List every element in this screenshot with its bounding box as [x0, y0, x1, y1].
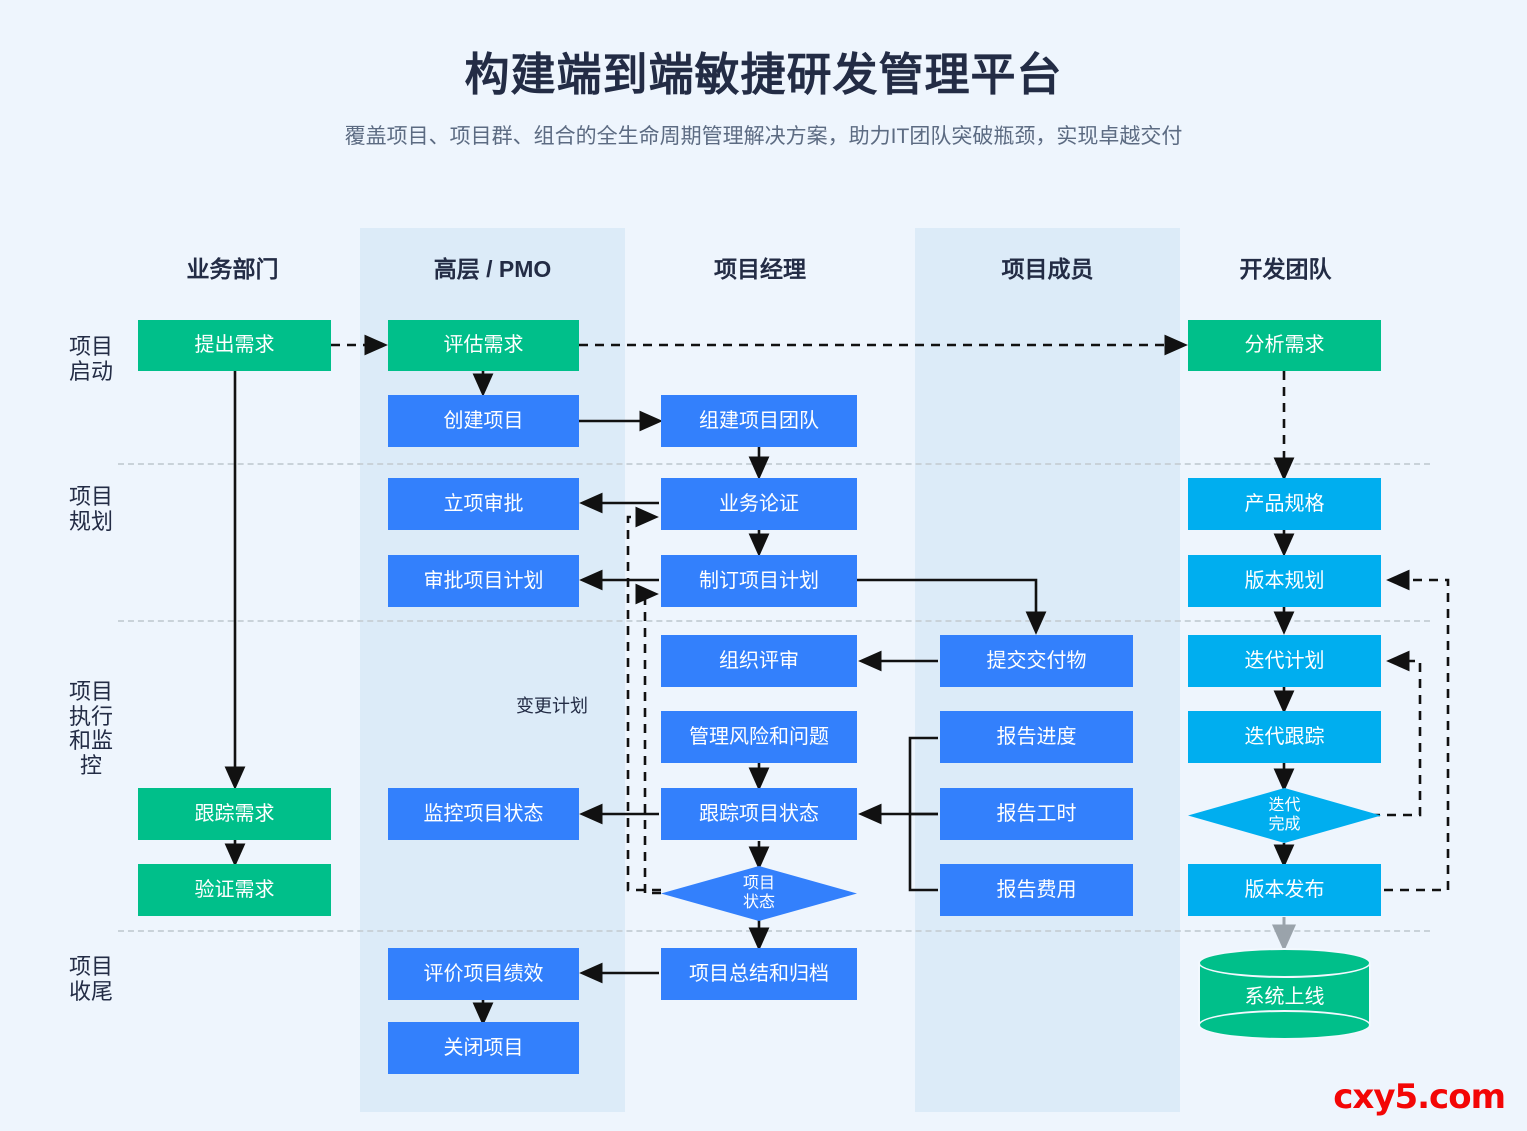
system-launch-label: 系统上线	[1244, 985, 1325, 1008]
node-iteration-done[interactable]: 迭代 完成	[1188, 788, 1381, 843]
node-make-plan[interactable]: 制订项目计划	[661, 555, 857, 607]
node-organize-review[interactable]: 组织评审	[661, 635, 857, 687]
node-track-requirement[interactable]: 跟踪需求	[138, 788, 331, 840]
node-report-cost[interactable]: 报告费用	[940, 864, 1133, 916]
project-status-label: 项目 状态	[742, 875, 775, 911]
node-summary-archive[interactable]: 项目总结和归档	[661, 948, 857, 1000]
node-submit-deliverable[interactable]: 提交交付物	[940, 635, 1133, 687]
node-submit-requirement[interactable]: 提出需求	[138, 320, 331, 371]
node-build-team[interactable]: 组建项目团队	[661, 395, 857, 447]
column-header-pm: 项目经理	[714, 256, 806, 282]
node-approve-plan[interactable]: 审批项目计划	[388, 555, 579, 607]
node-manage-risk[interactable]: 管理风险和问题	[661, 711, 857, 763]
node-verify-requirement[interactable]: 验证需求	[138, 864, 331, 916]
node-create-project[interactable]: 创建项目	[388, 395, 579, 447]
node-iteration-tracking[interactable]: 迭代跟踪	[1188, 711, 1381, 763]
node-monitor-status[interactable]: 监控项目状态	[388, 788, 579, 840]
iteration-done-label: 迭代 完成	[1268, 797, 1301, 833]
phase-divider-2	[118, 620, 1430, 622]
node-product-spec[interactable]: 产品规格	[1188, 478, 1381, 530]
phase-divider-1	[118, 463, 1430, 465]
node-analyze-requirement[interactable]: 分析需求	[1188, 320, 1381, 371]
phase-label-closing: 项目收尾	[68, 954, 113, 1004]
node-report-timesheet[interactable]: 报告工时	[940, 788, 1133, 840]
phase-label-planning: 项目规划	[68, 484, 113, 534]
column-header-pmo: 高层 / PMO	[433, 256, 552, 282]
page-subtitle: 覆盖项目、项目群、组合的全生命周期管理解决方案，助力IT团队突破瓶颈，实现卓越交…	[344, 125, 1183, 148]
page-title: 构建端到端敏捷研发管理平台	[464, 49, 1063, 100]
node-project-status[interactable]: 项目 状态	[661, 866, 857, 921]
watermark: cxy5.com	[1333, 1077, 1506, 1117]
phase-label-execution: 项目执行和监控	[68, 679, 113, 778]
node-release-plan[interactable]: 版本规划	[1188, 555, 1381, 607]
column-header-dev: 开发团队	[1239, 256, 1332, 282]
node-evaluate-performance[interactable]: 评价项目绩效	[388, 948, 579, 1000]
node-release-publish[interactable]: 版本发布	[1188, 864, 1381, 916]
node-project-approval[interactable]: 立项审批	[388, 478, 579, 530]
node-close-project[interactable]: 关闭项目	[388, 1022, 579, 1074]
node-system-launch[interactable]: 系统上线	[1198, 948, 1371, 1040]
node-iteration-plan[interactable]: 迭代计划	[1188, 635, 1381, 687]
edge-label-change-plan: 变更计划	[516, 696, 588, 716]
cylinder-bottom	[1198, 1010, 1371, 1040]
phase-label-initiation: 项目启动	[68, 334, 113, 384]
phase-divider-3	[118, 930, 1430, 932]
node-evaluate-requirement[interactable]: 评估需求	[388, 320, 579, 371]
column-header-member: 项目成员	[1001, 256, 1094, 282]
node-report-progress[interactable]: 报告进度	[940, 711, 1133, 763]
node-track-status[interactable]: 跟踪项目状态	[661, 788, 857, 840]
cylinder-top	[1198, 948, 1371, 978]
column-header-business: 业务部门	[186, 256, 279, 282]
node-business-case[interactable]: 业务论证	[661, 478, 857, 530]
